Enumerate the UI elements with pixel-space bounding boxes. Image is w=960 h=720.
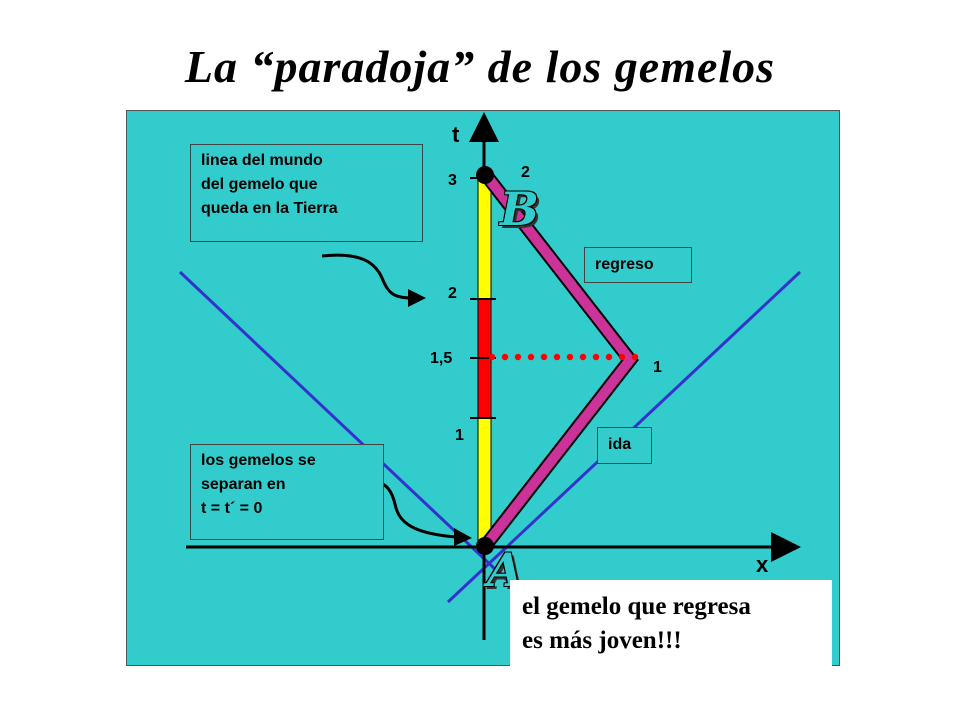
- event-dot-a: [476, 537, 494, 555]
- pointer-arrowhead-separation: [454, 528, 472, 546]
- outbound-trip-label: ida: [597, 427, 652, 464]
- t-axis-label: t: [452, 122, 460, 147]
- earth-worldline-segment-upper: [477, 177, 492, 300]
- pointer-arrowhead-worldline: [408, 289, 426, 307]
- earth-tick-label: 2: [448, 285, 457, 302]
- earth-tick-label: 1: [455, 427, 464, 444]
- traveler-tick-label: 2: [521, 164, 530, 181]
- return-trip-label: regreso: [584, 247, 692, 283]
- traveler-worldline-fill: [482, 171, 637, 549]
- earth-worldline-note: linea del mundo del gemelo que queda en …: [190, 144, 423, 242]
- conclusion-line: el gemelo que regresa: [522, 593, 751, 620]
- earth-worldline-segment-lower: [477, 417, 492, 545]
- pointer-arrow-worldline: [321, 253, 413, 300]
- conclusion-line: es más joven!!!: [522, 627, 682, 654]
- note-line: queda en la Tierra: [201, 200, 338, 217]
- note-line: t = t´ = 0: [201, 500, 263, 517]
- note-line: los gemelos se: [201, 452, 316, 469]
- note-line: del gemelo que: [201, 176, 318, 193]
- note-line: separan en: [201, 476, 286, 493]
- note-line: linea del mundo: [201, 152, 323, 169]
- event-label-b: B: [500, 182, 539, 236]
- simultaneity-dotted-line: [488, 353, 639, 361]
- traveler-tick-label: 1: [653, 359, 662, 376]
- conclusion-box: el gemelo que regresa es más joven!!!: [510, 580, 832, 666]
- event-dot-b: [476, 166, 494, 184]
- separation-note: los gemelos se separan en t = t´ = 0: [190, 444, 384, 540]
- earth-tick-label: 3: [448, 172, 457, 189]
- page-title: La “paradoja” de los gemelos: [184, 41, 776, 92]
- x-axis-label: x: [756, 552, 769, 577]
- earth-tick-label: 1,5: [430, 350, 453, 367]
